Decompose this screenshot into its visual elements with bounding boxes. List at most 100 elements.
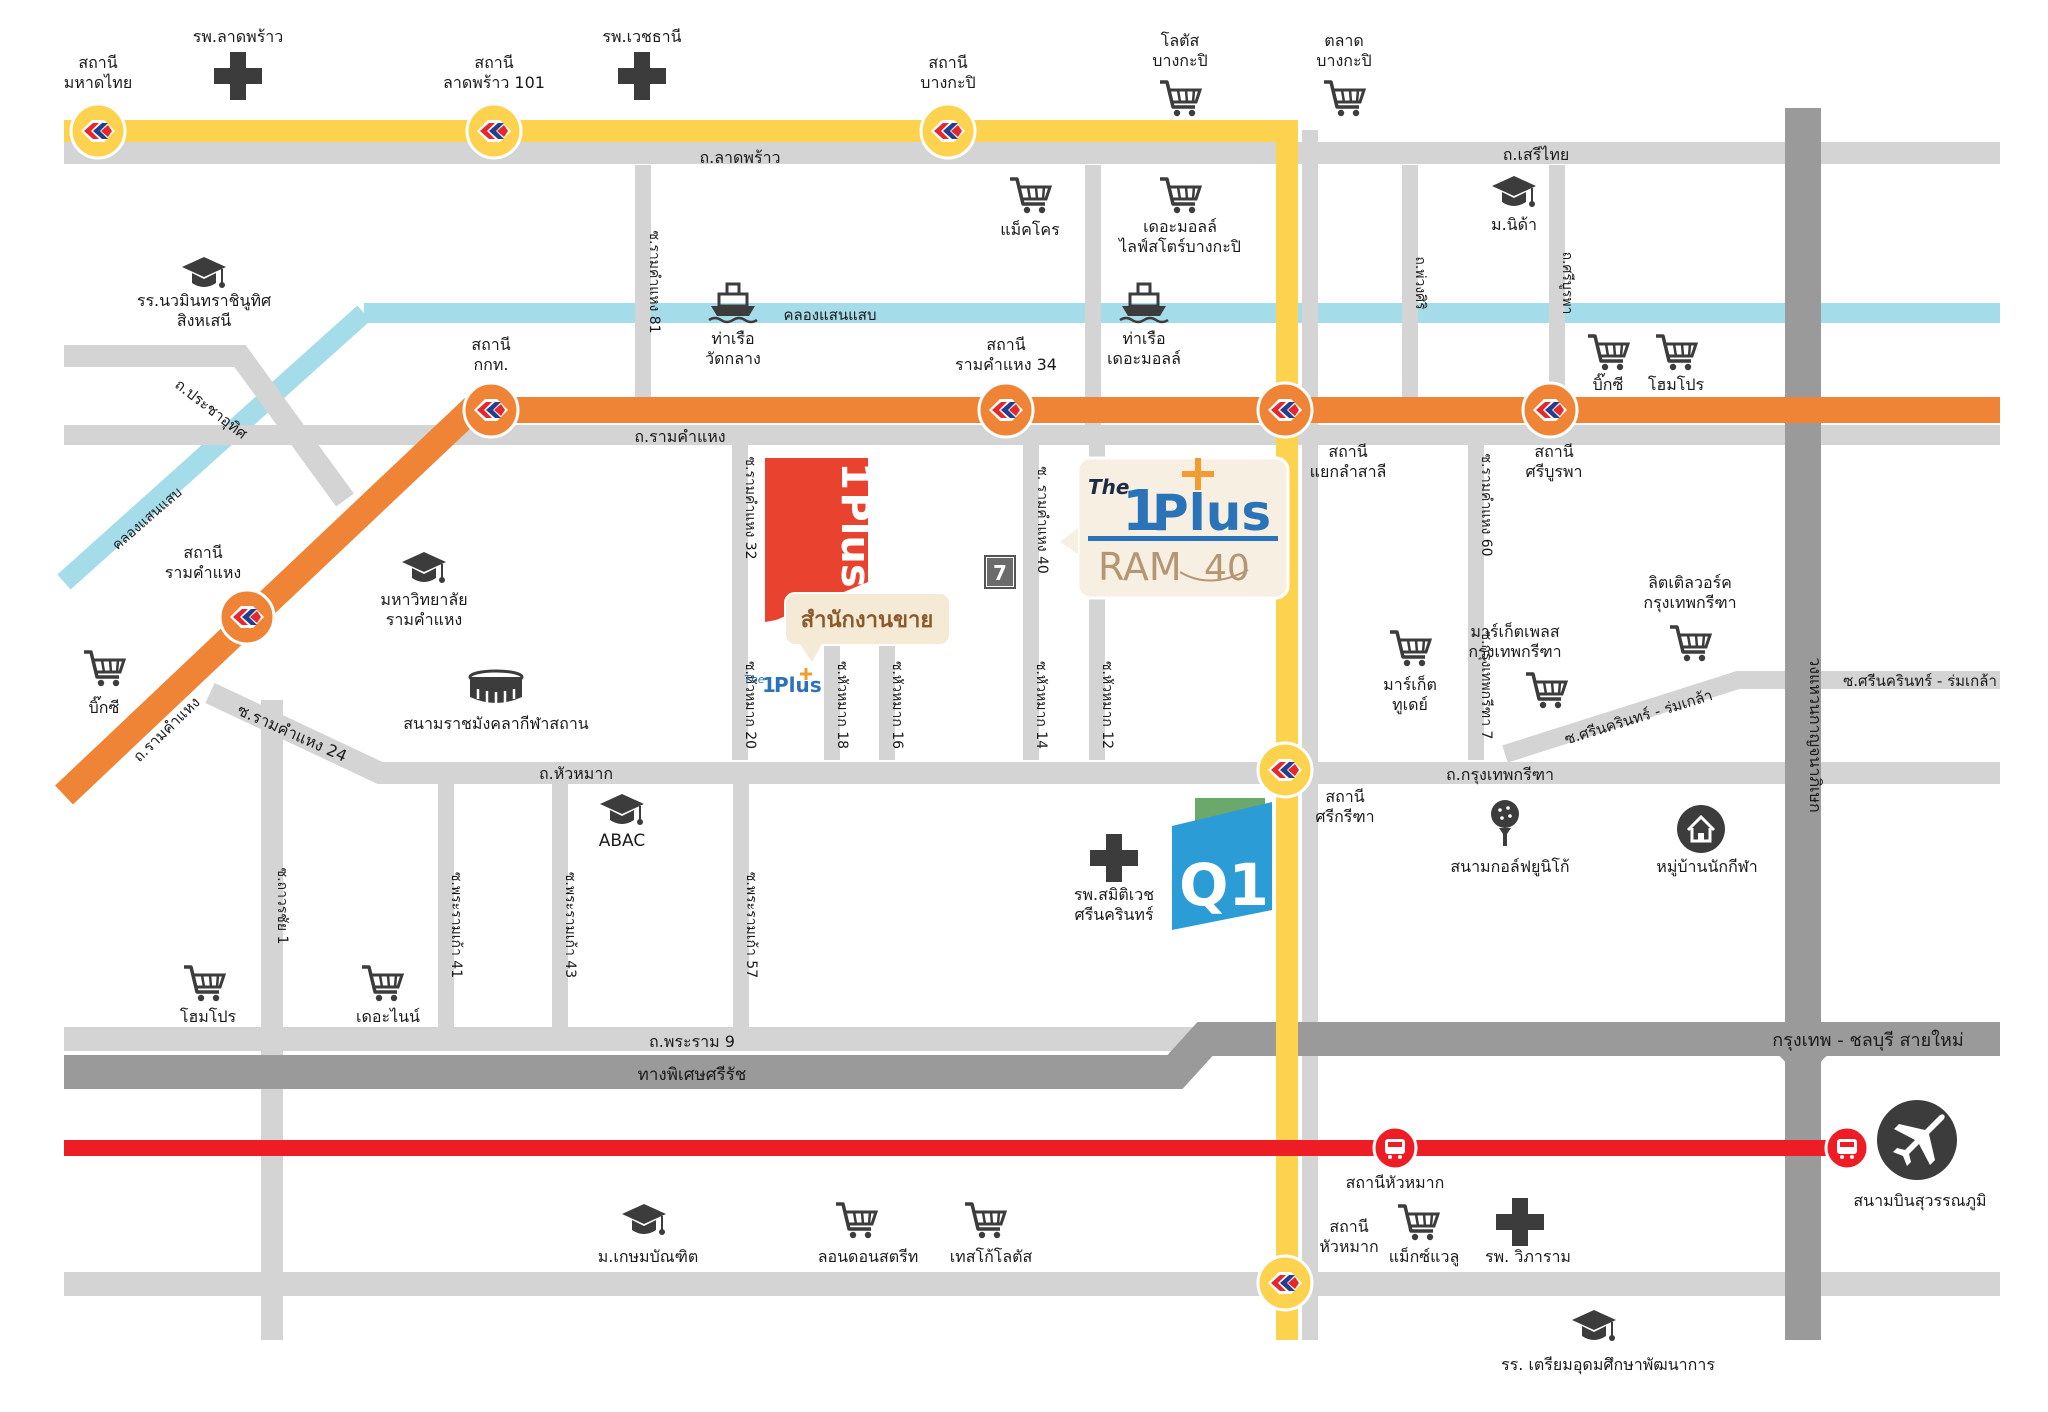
airport-link-icon bbox=[1824, 1125, 1870, 1171]
q1-sign: Q1 bbox=[1172, 798, 1272, 930]
project-ram: RAM bbox=[1098, 545, 1182, 589]
station-label: สถานีรามคำแหง bbox=[165, 543, 241, 582]
hospital-icon bbox=[618, 52, 666, 100]
cart-icon bbox=[82, 650, 126, 688]
metro-station-icon bbox=[1256, 1254, 1314, 1312]
metro-station-icon bbox=[218, 588, 276, 646]
cart-icon bbox=[1158, 177, 1202, 215]
road-label-soi-thawonchai-1: ซ.ถาวรชัย 1 bbox=[274, 868, 290, 945]
metro-station-icon bbox=[977, 381, 1035, 439]
road-label-soi-ram-40: ซ. รามคำแหง 40 bbox=[1034, 466, 1050, 574]
hospital-icon bbox=[1496, 1198, 1544, 1246]
cart-icon bbox=[1388, 630, 1432, 668]
station-labels: สถานีมหาดไทย สถานีลาดพร้าว 101 สถานีบางก… bbox=[64, 53, 1583, 1256]
road-label-soi-huamak-20: ซ.หัวหมาก 20 bbox=[742, 661, 758, 749]
road-label-rama9: ถ.พระราม 9 bbox=[649, 1032, 735, 1051]
road-label-phuangsri: ถ.พ่วงศิริ bbox=[1412, 256, 1428, 310]
place-label: สนามบินสุวรรณภูมิ bbox=[1853, 1191, 1986, 1211]
road-label-soi-rama9-57: ซ.พระรามเก้า 57 bbox=[743, 872, 759, 978]
station-label: สถานีหัวหมาก bbox=[1319, 1217, 1378, 1256]
road-label-soi-huamak-14: ซ.หัวหมาก 14 bbox=[1033, 661, 1049, 749]
sales-office-sign: Plus 1 bbox=[765, 458, 878, 622]
project-marker-the: The bbox=[744, 673, 765, 686]
place-label: เดอะไนน์ bbox=[356, 1007, 420, 1026]
place-label: มหาวิทยาลัยรามคำแหง bbox=[380, 590, 467, 629]
golf-icon bbox=[1491, 800, 1519, 846]
cart-icon bbox=[1586, 334, 1630, 372]
metro-station-icon bbox=[465, 102, 523, 160]
road-label-soi-huamak-18: ซ.หัวหมาก 18 bbox=[834, 661, 850, 749]
seven-eleven-label: 7 bbox=[993, 561, 1007, 585]
place-label: เทสโก้โลตัส bbox=[950, 1247, 1033, 1266]
road-label-soi-huamak-16: ซ.หัวหมาก 16 bbox=[889, 661, 905, 749]
station-label: สถานีบางกะปิ bbox=[920, 53, 975, 92]
road-label-soi-ram-24: ซ.รามคำแหง 24 bbox=[235, 700, 350, 765]
sales-office-label: สำนักงานขาย bbox=[801, 608, 934, 633]
place-label: สนามราชมังคลากีฬาสถาน bbox=[403, 714, 589, 733]
road-label-soi-kreetha-7: ซ.กรุงเทพกรีฑา 7 bbox=[1478, 631, 1494, 740]
cart-icon bbox=[1396, 1204, 1440, 1242]
roads bbox=[64, 130, 2000, 1340]
place-label: ม.นิด้า bbox=[1491, 215, 1537, 234]
station-label: สถานีหัวหมาก bbox=[1346, 1173, 1445, 1192]
place-label: รร.นวมินทราชินูทิศสิงหเสนี bbox=[137, 291, 271, 330]
road-label-seri-thai: ถ.เสรีไทย bbox=[1503, 145, 1570, 164]
place-label: บิ๊กซี bbox=[1593, 373, 1624, 394]
sales-office-callout: สำนักงานขาย bbox=[784, 592, 951, 662]
station-icons bbox=[69, 102, 1870, 1312]
place-label: มาร์เก็ตทูเดย์ bbox=[1383, 674, 1437, 715]
station-label: สถานีลาดพร้าว 101 bbox=[443, 53, 545, 92]
cart-icon bbox=[963, 1202, 1007, 1240]
project-marker-small: The 1 Plus bbox=[744, 668, 822, 697]
graduation-cap-icon bbox=[621, 1203, 667, 1236]
cart-icon bbox=[1322, 80, 1366, 118]
place-label: หมู่บ้านนักกีฬา bbox=[1656, 857, 1757, 877]
cart-icon bbox=[1654, 334, 1698, 372]
road-label-kanchanaphisek: วงแหวนกาญจนาภิเษก bbox=[1806, 657, 1825, 812]
seven-eleven-icon: 7 bbox=[984, 555, 1016, 589]
cart-icon bbox=[1008, 177, 1052, 215]
place-label: รพ.สมิติเวชศรีนครินทร์ bbox=[1074, 885, 1154, 924]
road-label-krungthep-kreetha: ถ.กรุงเทพกรีฑา bbox=[1446, 765, 1554, 785]
place-label: ลอนดอนสตรีท bbox=[818, 1247, 919, 1266]
graduation-cap-icon bbox=[599, 793, 645, 826]
place-label: เดอะมอลล์ไลฟ์สโตร์บางกะปิ bbox=[1117, 217, 1241, 256]
place-label: บิ๊กซี bbox=[89, 696, 120, 717]
expressways bbox=[64, 108, 2000, 1340]
q1-label: Q1 bbox=[1179, 851, 1269, 919]
station-label: สถานีแยกลำสาลี bbox=[1310, 442, 1387, 481]
project-plus: Plus bbox=[1152, 484, 1271, 542]
road-label-ramkhamhaeng: ถ.รามคำแหง bbox=[634, 427, 725, 446]
place-label: มาร์เก็ตเพลสกรุงเทพกรีฑา bbox=[1468, 621, 1561, 662]
road-label-sriburapha: ถ.ศรีบูรพา bbox=[1559, 252, 1575, 315]
place-labels: รพ.ลาดพร้าว รพ.เวชธานี โลตัสบางกะปิ ตลาด… bbox=[89, 27, 1987, 1375]
project-num: 40 bbox=[1204, 548, 1250, 589]
road-label-bangkok-chonburi: กรุงเทพ - ชลบุรี สายใหม่ bbox=[1772, 1029, 1963, 1051]
station-label: สถานีรามคำแหง 34 bbox=[955, 335, 1057, 374]
station-label: สถานีมหาดไทย bbox=[64, 53, 132, 92]
place-label: ตลาดบางกะปิ bbox=[1316, 31, 1371, 70]
place-label: โฮมโปร bbox=[1648, 375, 1705, 394]
station-label: สถานีกกท. bbox=[471, 335, 510, 374]
cart-icon bbox=[1524, 672, 1568, 710]
road-label-srinakharin-romklao-diag: ซ.ศรีนครินทร์ - ร่มเกล้า bbox=[1562, 686, 1714, 748]
station-label: สถานีศรีกรีฑา bbox=[1315, 787, 1374, 826]
hospital-icon bbox=[214, 52, 262, 100]
road-label-soi-huamak-12: ซ.หัวหมาก 12 bbox=[1099, 661, 1115, 749]
road-label-srinakharin-romklao: ซ.ศรีนครินทร์ - ร่มเกล้า bbox=[1843, 672, 1997, 690]
project-callout: The 1 Plus RAM 40 bbox=[1060, 456, 1290, 600]
place-label: โลตัสบางกะปิ bbox=[1152, 31, 1207, 70]
project-marker-plus: Plus bbox=[774, 673, 822, 697]
place-label: แม็คโคร bbox=[1000, 219, 1060, 239]
hospital-icon bbox=[1090, 834, 1138, 882]
metro-station-icon bbox=[1256, 381, 1314, 439]
graduation-cap-icon bbox=[1571, 1309, 1617, 1342]
project-one: 1 bbox=[1122, 479, 1161, 544]
place-label: ABAC bbox=[599, 831, 646, 851]
place-label: รพ.เวชธานี bbox=[602, 27, 681, 46]
road-label-hua-mak: ถ.หัวหมาก bbox=[539, 764, 613, 783]
place-label: รพ.ลาดพร้าว bbox=[193, 27, 284, 46]
airplane-icon bbox=[1877, 1100, 1957, 1180]
project-the: The bbox=[1088, 475, 1129, 499]
